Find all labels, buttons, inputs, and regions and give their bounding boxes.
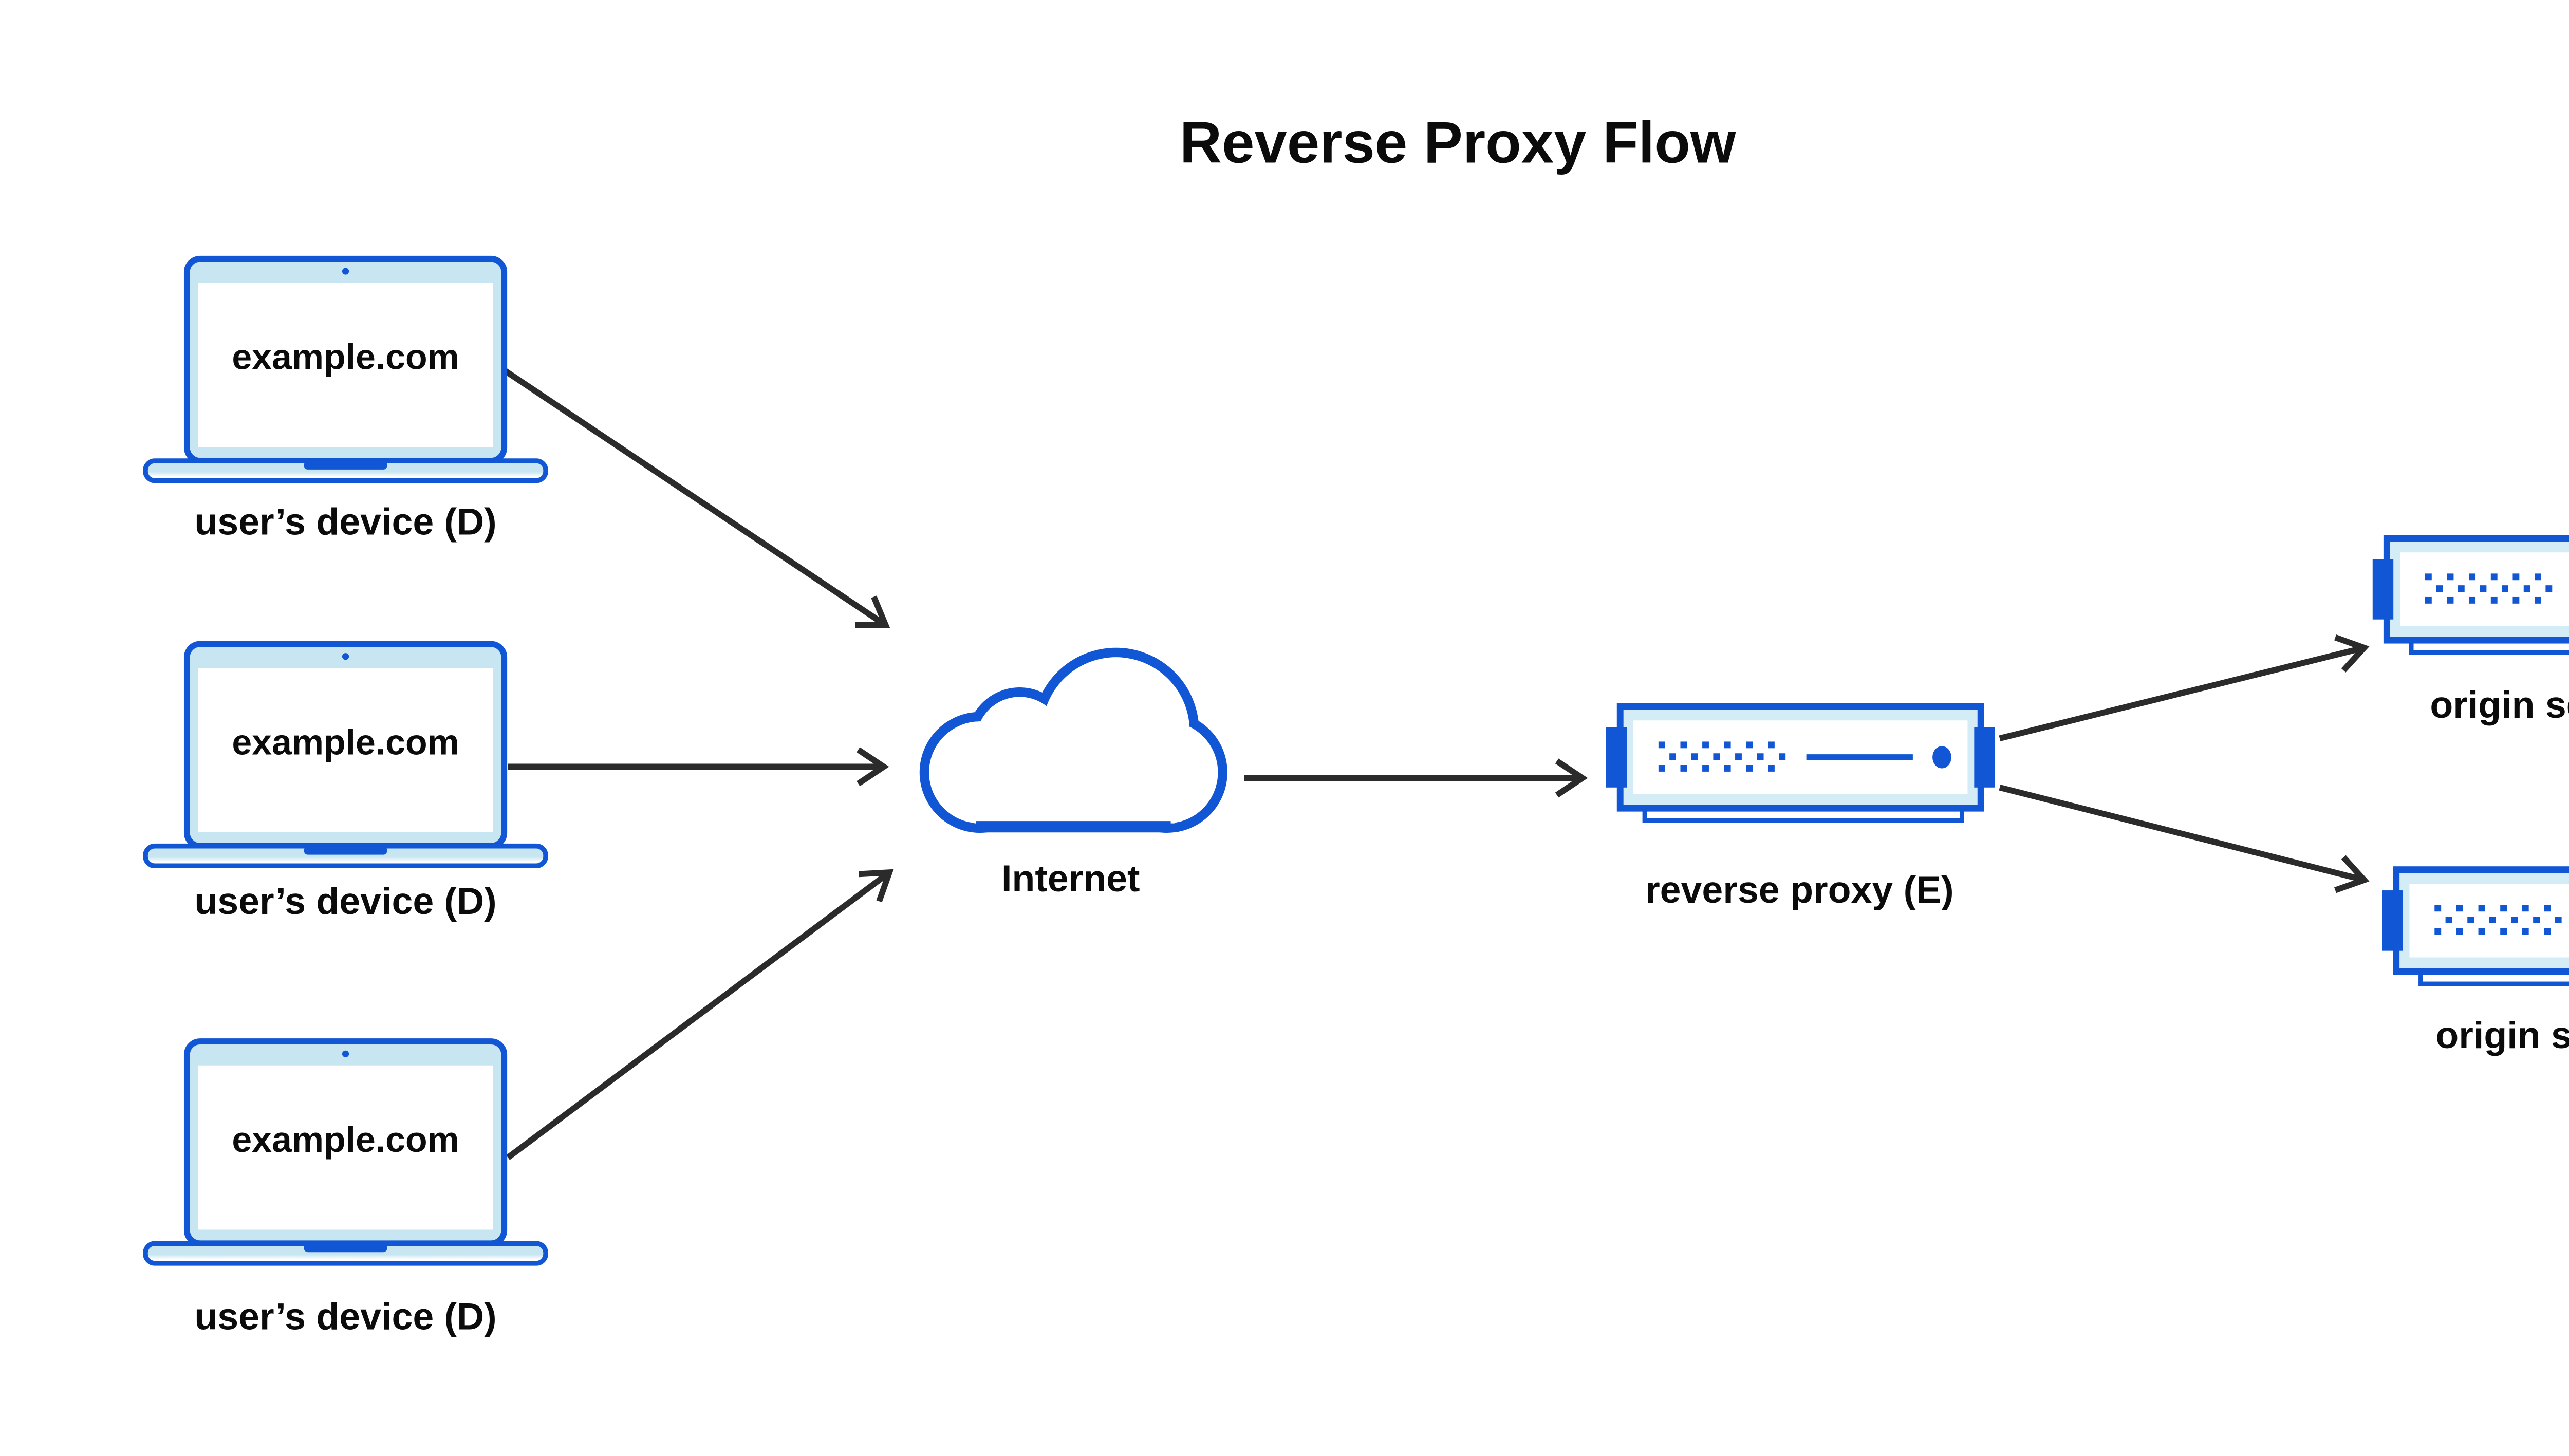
arrow-device3-to-internet	[506, 869, 894, 1160]
origin-server2-label: origin server (F)	[2435, 1014, 2569, 1056]
node-reverse-proxy: reverse proxy (E)	[1606, 706, 1995, 911]
arrow-device1-to-internet	[502, 367, 890, 628]
device2-label: user’s device (D)	[194, 880, 496, 922]
arrow-proxy-to-origin1	[1999, 634, 2370, 741]
origin-server1-label: origin server (F)	[2430, 683, 2569, 726]
server-icon	[2382, 870, 2569, 984]
node-user-device-3: example.com user’s device (D)	[145, 1041, 546, 1338]
server-icon	[1606, 706, 1995, 820]
device3-label: user’s device (D)	[194, 1295, 496, 1338]
device1-screen-text: example.com	[232, 337, 459, 377]
arrow-proxy-to-origin2	[1999, 785, 2370, 893]
device3-screen-text: example.com	[232, 1119, 459, 1160]
node-origin-server-1: origin server (F)	[2373, 538, 2569, 726]
node-internet: Internet	[919, 647, 1227, 900]
reverse-proxy-label: reverse proxy (E)	[1645, 868, 1954, 911]
internet-label: Internet	[1001, 857, 1140, 900]
server-icon	[2373, 538, 2569, 652]
connectors	[502, 367, 2370, 1160]
node-user-device-1: example.com user’s device (D)	[145, 259, 546, 543]
node-origin-server-2: origin server (F)	[2382, 870, 2569, 1056]
cloud-icon	[919, 647, 1227, 833]
device2-screen-text: example.com	[232, 722, 459, 762]
node-user-device-2: example.com user’s device (D)	[145, 644, 546, 922]
device1-label: user’s device (D)	[194, 500, 496, 543]
diagram-title: Reverse Proxy Flow	[1180, 110, 1736, 175]
